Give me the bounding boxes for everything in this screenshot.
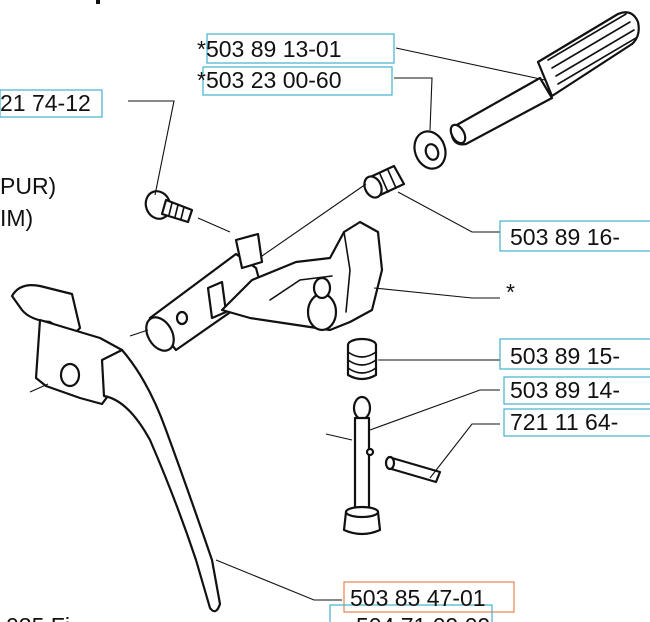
label-21-74-12: 21 74-12: [0, 90, 91, 116]
leader-lines: [128, 47, 546, 601]
label-503-89-15: 503 89 15-: [510, 343, 620, 369]
label-503-89-16: 503 89 16-: [510, 224, 620, 250]
label-503-89-14: 503 89 14-: [510, 377, 620, 403]
label-503-85-47-01: 503 85 47-01: [350, 585, 486, 611]
washer-part: [413, 130, 447, 170]
label-star: *: [506, 279, 515, 305]
dowel-part: [384, 455, 442, 484]
label-box-721-11-64: [503, 408, 650, 437]
screw-part: [144, 190, 194, 224]
label-503-23-00-60: *503 23 00-60: [197, 67, 342, 93]
spring-upper-part: [363, 164, 406, 199]
label-box-21-74-12: [0, 89, 103, 118]
label-fig-bottom: 035 Fi: [6, 613, 70, 622]
pin-part: [342, 395, 382, 536]
label-box-503-23-00-60: [202, 66, 393, 96]
label-pur: PUR): [0, 173, 56, 199]
bracket-part: [145, 220, 384, 352]
spring-lower-part: [346, 337, 378, 381]
label-box-503-89-14: [503, 376, 650, 405]
label-box-bottom: [329, 604, 493, 622]
top-mark: [96, 0, 100, 4]
label-bottom-part: 504 71 09 09: [356, 613, 490, 622]
label-503-89-13-01: *503 89 13-01: [197, 36, 342, 62]
label-im: IM): [0, 205, 33, 231]
handle-part: [449, 11, 640, 146]
lever-part: [10, 284, 222, 613]
label-box-503-89-13-01: [206, 33, 395, 64]
label-721-11-64: 721 11 64-: [510, 409, 618, 435]
label-box-503-89-16: [499, 220, 650, 252]
label-box-503-89-15: [499, 338, 650, 370]
label-box-503-85-47-01: [343, 581, 515, 613]
